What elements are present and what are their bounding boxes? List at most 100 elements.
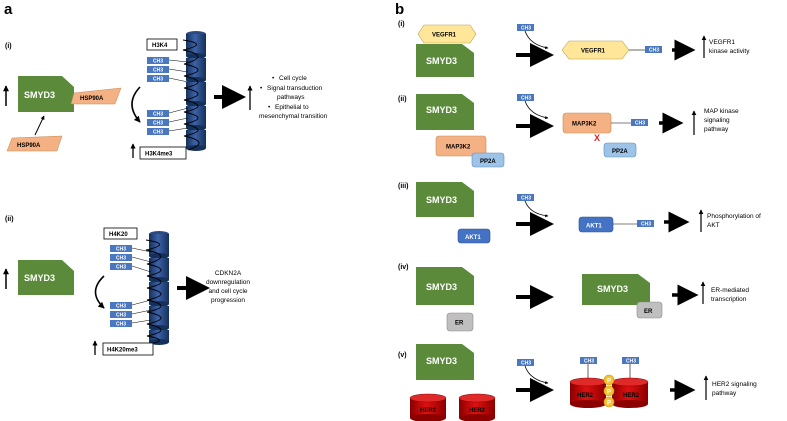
b-ii-outcome-line-3: pathway: [704, 126, 729, 133]
a-i-hsp90a-bottom: [6, 135, 63, 152]
a-i-outcome-4: Epithelial to: [275, 104, 309, 111]
a-i-outcome-5: mesenchymal transition: [259, 113, 328, 120]
a-i-nucleosome-column: [168, 31, 206, 151]
b-v-outcome-line-2: pathway: [712, 390, 737, 397]
b-v-her2-a: HER2: [409, 393, 447, 421]
svg-text:CH3: CH3: [116, 265, 126, 271]
b-ii-outcome-line-2: signaling: [704, 117, 730, 124]
a-i-hsp90a-top: [70, 87, 122, 105]
svg-text:CH3: CH3: [116, 322, 126, 328]
b-iii-akt1-right: [578, 216, 614, 233]
a-ii-h4k20me3-box: [102, 342, 154, 356]
b-ii-pp2a-right-label: PP2A: [612, 149, 628, 155]
b-i-outcome-line-2: kinase activity: [709, 48, 750, 55]
a-i-ch3-stack-bottom: CH3 CH3 CH3: [147, 110, 169, 136]
b-iii-numeral: (iii): [398, 183, 409, 190]
panel-b-letter: b: [395, 1, 404, 18]
b-iii-outcome-line-1: Phosphorylation of: [707, 213, 761, 220]
a-ii-numeral: (ii): [5, 216, 14, 223]
b-i-outcome-line-1: VEGFR1: [709, 39, 735, 46]
b-iv-smyd3-left-block: [416, 267, 474, 305]
svg-text:CH3: CH3: [116, 313, 126, 319]
a-i-outcomes: • Cell cycle • Signal transduction pathw…: [259, 75, 328, 120]
svg-text:P: P: [607, 390, 611, 396]
svg-text:CH3: CH3: [635, 121, 645, 127]
b-ii-ch3-attached: [631, 119, 648, 126]
a-i-h3k4-label: H3K4: [152, 43, 168, 49]
svg-text:CH3: CH3: [641, 222, 651, 228]
a-i-outcome-2: Signal transduction: [267, 85, 323, 92]
a-i-hsp90a-arrow: [34, 115, 45, 136]
svg-text:CH3: CH3: [153, 112, 163, 118]
panel-a-letter: a: [4, 1, 13, 18]
b-iv-smyd3-right-label: SMYD3: [597, 284, 628, 294]
b-ii-map3k2-left-label: MAP3K2: [446, 145, 471, 151]
b-v-her2-c-label: HER2: [577, 393, 594, 399]
b-i-vegfr1-left-label: VEGFR1: [432, 33, 457, 39]
a-i-ch3-stack-top: CH3 CH3 CH3: [147, 57, 169, 83]
a-i-outcome-3: pathways: [277, 94, 305, 101]
a-ii-outcome-line-1: CDKN2A: [215, 270, 242, 277]
a-ii-ch3-stack-top: CH3 CH3 CH3: [110, 245, 132, 271]
b-i-ch3-transfer-arrow: [524, 30, 549, 50]
svg-text:CH3: CH3: [116, 304, 126, 310]
b-iv-smyd3-right-block: [582, 274, 650, 305]
svg-text:CH3: CH3: [153, 121, 163, 127]
svg-text:CH3: CH3: [626, 359, 636, 365]
a-i-hsp90a-top-label: HSP90A: [80, 96, 104, 102]
b-ii-outcome-line-1: MAP kinase: [704, 108, 739, 115]
a-ii-h4k20me3-label: H4K20me3: [107, 348, 138, 354]
b-i-vegfr1-right-label: VEGFR1: [581, 49, 606, 55]
a-ii-outcome-line-2: downregulation: [206, 279, 250, 286]
b-iii-akt1-right-label: AKT1: [586, 224, 602, 230]
b-i-smyd3-label: SMYD3: [426, 56, 457, 66]
b-iii-smyd3-label: SMYD3: [426, 195, 457, 205]
a-i-numeral: (i): [5, 43, 12, 50]
a-ii-ch3-stack-bottom: CH3 CH3 CH3: [110, 302, 132, 328]
svg-text:P: P: [607, 379, 611, 385]
a-ii-smyd3-block: [18, 260, 74, 295]
b-ii-ch3-transfer-arrow: [524, 100, 549, 120]
b-v-ch3-transfer-arrow: [524, 365, 549, 385]
a-i-curved-arrow: [131, 86, 141, 123]
b-ii-smyd3-block: [416, 94, 474, 130]
a-ii-nucleosome-column: [131, 231, 169, 345]
b-v-numeral: (v): [398, 352, 407, 359]
b-ii-ch3-free: [517, 94, 534, 101]
a-ii-outcome: CDKN2A downregulation and cell cycle pro…: [206, 270, 250, 304]
a-ii-outcome-line-4: progression: [211, 297, 245, 304]
b-i-ch3-attached: [645, 46, 662, 53]
svg-text:P: P: [607, 401, 611, 407]
a-ii-h4k20-box: [103, 227, 138, 240]
b-ii-smyd3-label: SMYD3: [426, 105, 457, 115]
b-iv-er-right-label: ER: [644, 309, 653, 315]
b-v-her2-b-label: HER2: [469, 408, 486, 414]
svg-text:•: •: [260, 85, 263, 92]
b-iii-smyd3-block: [416, 182, 474, 217]
a-i-outcome-1: Cell cycle: [279, 75, 307, 82]
b-iii-akt1-left-label: AKT1: [465, 235, 481, 241]
a-ii-h4k20-label: H4K20: [109, 232, 128, 238]
b-iv-er-left-label: ER: [455, 321, 464, 327]
b-ii-numeral: (ii): [398, 96, 407, 103]
b-iv-er-left: [446, 312, 474, 332]
svg-text:CH3: CH3: [153, 130, 163, 136]
b-iii-akt1-left: [457, 228, 491, 244]
b-v-ch3-attached-right: [622, 357, 639, 364]
a-i-smyd3-block: [18, 76, 74, 112]
b-iii-ch3-attached: [637, 220, 654, 227]
a-i-h3k4me3-box: [139, 146, 187, 160]
b-i-ch3-free: [517, 24, 534, 31]
b-iii-ch3-transfer-arrow: [524, 200, 549, 218]
svg-text:CH3: CH3: [521, 26, 531, 32]
b-v-phospho-chain: P P P: [603, 374, 615, 408]
a-ii-curved-arrow: [94, 275, 105, 309]
svg-text:CH3: CH3: [521, 196, 531, 202]
b-v-her2-c: HER2: [569, 377, 607, 408]
b-v-smyd3-label: SMYD3: [426, 356, 457, 366]
b-iv-smyd3-left-label: SMYD3: [426, 282, 457, 292]
svg-text:CH3: CH3: [584, 359, 594, 365]
svg-text:CH3: CH3: [521, 361, 531, 367]
svg-text:CH3: CH3: [521, 96, 531, 102]
